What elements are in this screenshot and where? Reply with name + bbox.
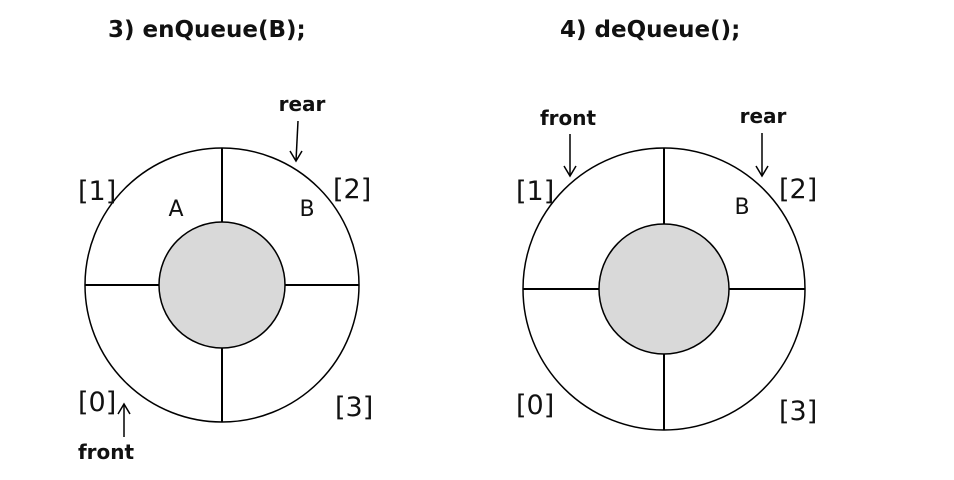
index-label-0: [0] <box>516 390 554 421</box>
front-label: front <box>540 106 597 130</box>
slot-2-value: B <box>734 195 749 220</box>
slot-2-value: B <box>299 197 314 222</box>
circular-queue <box>522 147 806 431</box>
index-label-1: [1] <box>78 176 116 207</box>
index-label-3: [3] <box>779 396 817 427</box>
rear-label: rear <box>740 104 787 128</box>
front-label: front <box>78 440 135 464</box>
slot-1-value: A <box>168 197 183 222</box>
rear-label: rear <box>279 92 326 116</box>
index-label-2: [2] <box>779 174 817 205</box>
rear-arrow <box>289 120 303 163</box>
panel-enqueue: 3) enQueue(B); A B [1] [2] [0] [3] rear … <box>78 17 373 464</box>
index-label-3: [3] <box>335 392 373 423</box>
front-arrow <box>117 402 131 437</box>
front-arrow <box>563 134 577 178</box>
queue-core <box>158 221 286 349</box>
panel-dequeue: 4) deQueue(); B [1] [2] [0] [3] front re… <box>516 17 817 431</box>
index-label-0: [0] <box>78 387 116 418</box>
queue-core <box>598 223 730 355</box>
index-label-1: [1] <box>516 176 554 207</box>
index-label-2: [2] <box>333 174 371 205</box>
panel-title: 3) enQueue(B); <box>108 17 306 43</box>
rear-arrow <box>755 133 769 178</box>
circular-queue <box>84 147 360 423</box>
panel-title: 4) deQueue(); <box>560 17 740 43</box>
